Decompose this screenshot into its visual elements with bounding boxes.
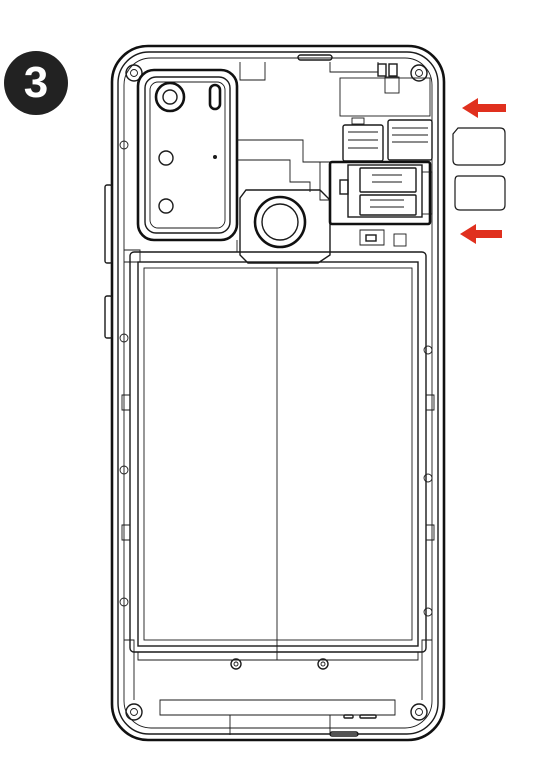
fingerprint-sensor <box>239 189 331 264</box>
power-button <box>104 295 113 339</box>
camera-module <box>136 68 239 242</box>
insert-arrow-icon <box>462 98 506 118</box>
sim-slot-2 <box>359 194 417 216</box>
insert-arrow-top <box>462 98 506 118</box>
sim-card-2 <box>454 175 506 211</box>
depth-camera-lens <box>158 198 174 214</box>
top-speaker-slot <box>297 54 333 61</box>
inner-frame <box>124 62 432 737</box>
sim-card-tray <box>328 160 433 226</box>
insert-arrow-bottom <box>460 224 502 244</box>
top-right-board <box>339 63 433 247</box>
phone-back-outline <box>104 44 446 742</box>
step-number-badge: 3 <box>4 51 68 115</box>
volume-button <box>104 184 113 264</box>
battery-compartment <box>121 251 435 661</box>
flash-icon <box>208 83 222 111</box>
sim-slot-1 <box>359 167 417 193</box>
insert-arrow-icon <box>460 224 502 244</box>
main-camera-lens <box>154 81 186 113</box>
step-number: 3 <box>23 58 49 107</box>
sim-card-1 <box>452 127 506 166</box>
secondary-camera-lens <box>158 150 174 166</box>
corner-screws <box>119 64 433 721</box>
